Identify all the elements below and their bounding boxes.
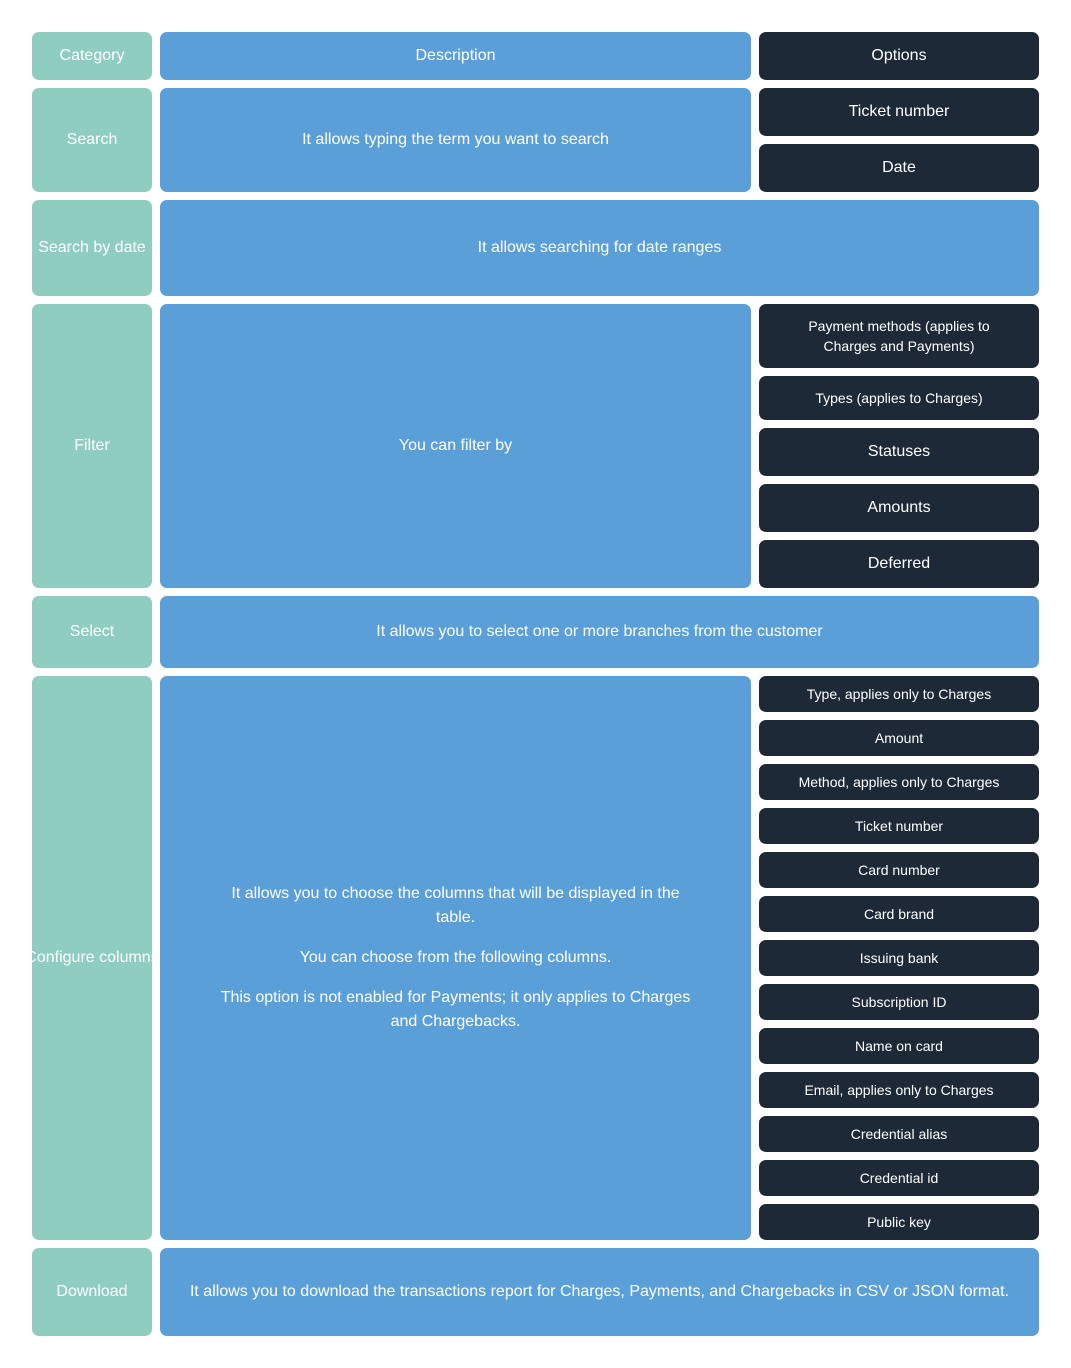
option-payment-methods: Payment methods (applies to Charges and … [759, 304, 1039, 368]
category-search: Search [32, 88, 152, 192]
description-configure-columns-line-2: You can choose from the following column… [299, 949, 612, 966]
header-description: Description [160, 32, 751, 80]
option-column-card-number: Card number [759, 852, 1039, 888]
category-download: Download [32, 1248, 152, 1336]
description-select: It allows you to select one or more bran… [160, 596, 1039, 668]
option-deferred: Deferred [759, 540, 1039, 588]
description-filter: You can filter by [160, 304, 751, 588]
option-column-method: Method, applies only to Charges [759, 764, 1039, 800]
description-download: It allows you to download the transactio… [160, 1248, 1039, 1336]
header-category: Category [32, 32, 152, 80]
option-statuses: Statuses [759, 428, 1039, 476]
category-select: Select [32, 596, 152, 668]
category-search-by-date: Search by date [32, 200, 152, 296]
option-date: Date [759, 144, 1039, 192]
description-search-by-date: It allows searching for date ranges [160, 200, 1039, 296]
option-column-subscription-id: Subscription ID [759, 984, 1039, 1020]
option-column-credential-id: Credential id [759, 1160, 1039, 1196]
description-configure-columns-line-3: This option is not enabled for Payments;… [220, 989, 691, 1030]
option-column-credential-alias: Credential alias [759, 1116, 1039, 1152]
category-configure-columns: Configure columns [32, 676, 152, 1240]
description-configure-columns-line-1: It allows you to choose the columns that… [231, 885, 680, 926]
option-amounts: Amounts [759, 484, 1039, 532]
option-column-ticket-number: Ticket number [759, 808, 1039, 844]
option-column-email: Email, applies only to Charges [759, 1072, 1039, 1108]
header-options: Options [759, 32, 1039, 80]
description-configure-columns: It allows you to choose the columns that… [160, 676, 751, 1240]
category-filter: Filter [32, 304, 152, 588]
option-ticket-number: Ticket number [759, 88, 1039, 136]
option-types: Types (applies to Charges) [759, 376, 1039, 420]
option-column-type: Type, applies only to Charges [759, 676, 1039, 712]
option-column-name-on-card: Name on card [759, 1028, 1039, 1064]
option-column-issuing-bank: Issuing bank [759, 940, 1039, 976]
option-column-public-key: Public key [759, 1204, 1039, 1240]
description-search: It allows typing the term you want to se… [160, 88, 751, 192]
option-column-card-brand: Card brand [759, 896, 1039, 932]
option-column-amount: Amount [759, 720, 1039, 756]
